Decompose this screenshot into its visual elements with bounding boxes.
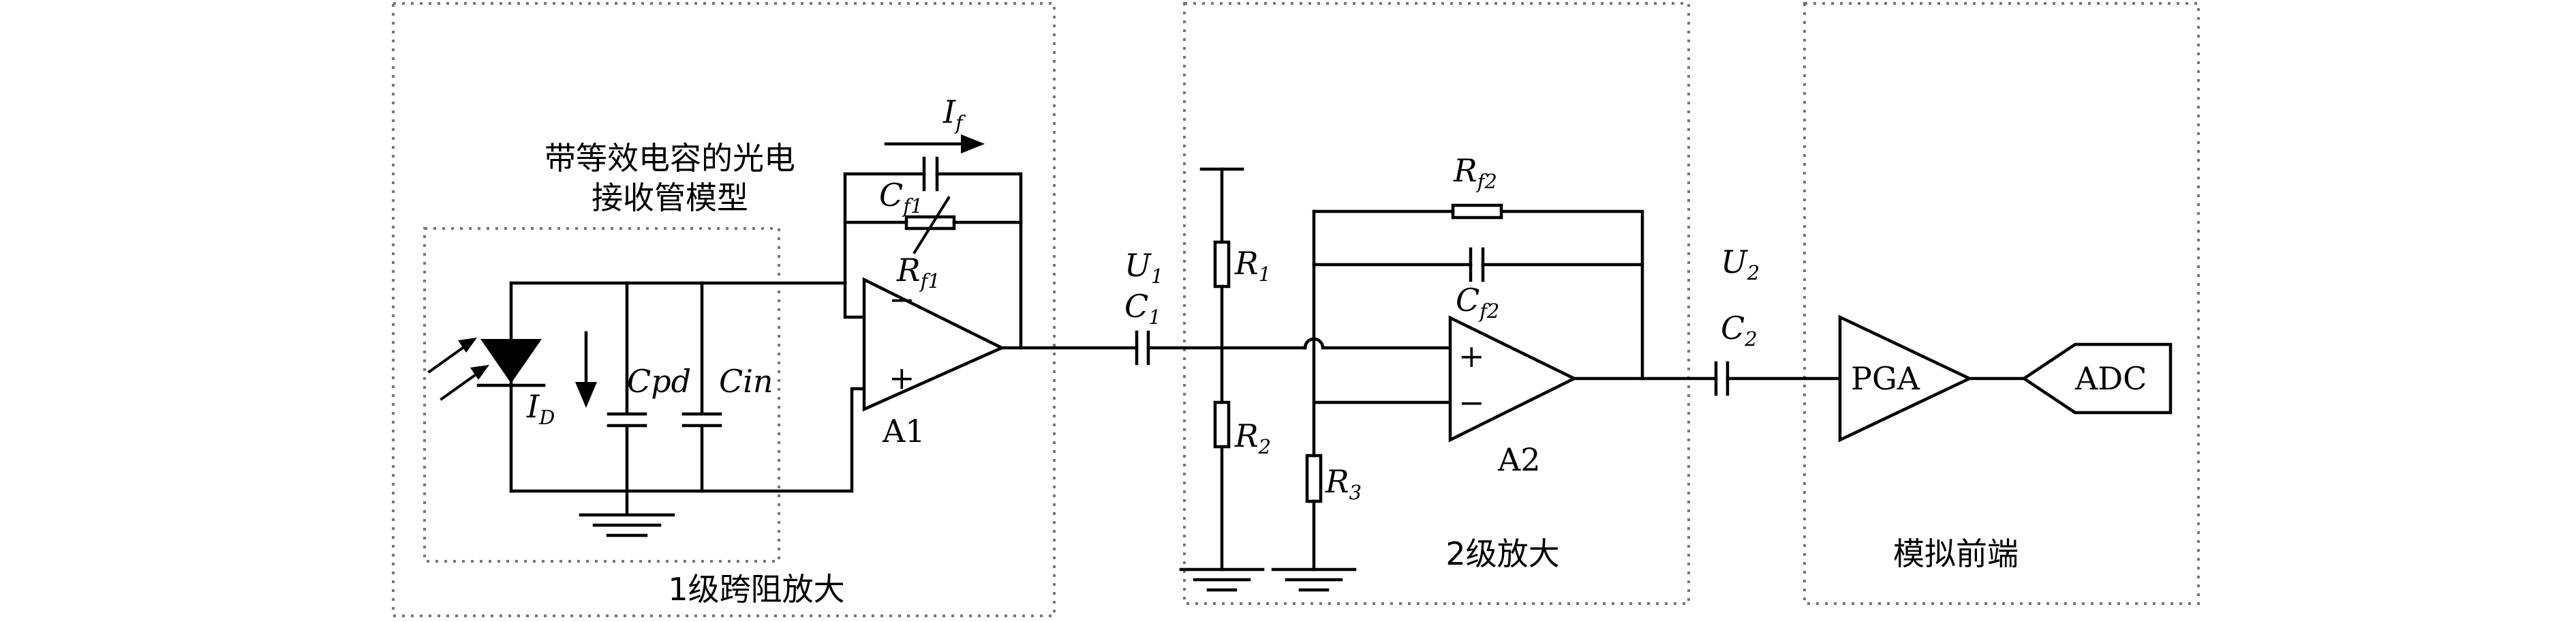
pga-label: PGA [1851, 360, 1920, 397]
cpd-label: Cpd [627, 363, 691, 400]
analog-frontend [1838, 314, 2173, 443]
frontend-title: 模拟前端 [1893, 535, 2019, 572]
cf2-capacitor-icon [1469, 247, 1485, 282]
ground-icon [579, 489, 675, 537]
u2-label: U2 [1721, 243, 1760, 284]
photodiode-model-frame [423, 227, 780, 563]
cf2-label: Cf2 [1456, 282, 1499, 323]
ground-icon-r3 [1271, 567, 1357, 592]
cin-capacitor-icon [681, 281, 722, 493]
stage2-frame [1183, 2, 1690, 605]
stage2-amplifier [1179, 167, 1842, 592]
photodiode-icon [480, 339, 542, 383]
r1-resistor-icon [1213, 240, 1231, 288]
light-arrow-icon [427, 342, 470, 374]
a1-label: A1 [882, 413, 925, 449]
a1-minus-sign: − [889, 281, 915, 318]
id-label: ID [526, 388, 555, 429]
c1-capacitor-icon [1135, 330, 1150, 366]
stage1-frame [392, 2, 1056, 617]
r2-resistor-icon [1213, 400, 1231, 449]
c1-label: C1 [1124, 288, 1161, 329]
c2-capacitor-icon [1714, 361, 1730, 396]
amplifier-a2-icon [1448, 315, 1578, 443]
cf1-capacitor-icon [922, 156, 939, 192]
amplifier-a1-icon [862, 277, 1006, 412]
rf1-label: Rf1 [896, 252, 940, 293]
a1-plus-sign: + [889, 359, 915, 396]
u1-label: U1 [1124, 247, 1163, 288]
stage2-title: 2级放大 [1445, 535, 1559, 572]
a2-minus-sign: − [1458, 384, 1485, 421]
r2-label: R2 [1234, 417, 1271, 458]
cf1-label: Cf1 [879, 177, 923, 218]
a2-label: A2 [1497, 441, 1541, 478]
cpd-capacitor-icon [607, 281, 647, 493]
r3-label: R3 [1325, 463, 1362, 504]
photodiode-model-title-line2: 接收管模型 [592, 179, 748, 216]
r1-label: R1 [1234, 245, 1271, 286]
if-label: If [942, 93, 966, 134]
ground-icon-r2 [1179, 567, 1265, 592]
r3-resistor-icon [1305, 454, 1323, 503]
cin-label: Cin [719, 363, 773, 400]
rf2-label: Rf2 [1453, 152, 1497, 193]
a2-plus-sign: + [1458, 338, 1485, 374]
c2-label: C2 [1721, 310, 1758, 351]
frontend-frame [1803, 2, 2200, 605]
photodiode-model [427, 281, 866, 537]
rf2-resistor-icon [1451, 203, 1503, 220]
photodiode-model-title-line1: 带等效电容的光电 [545, 140, 795, 177]
stage1-tia [843, 134, 1307, 412]
adc-label: ADC [2074, 360, 2147, 397]
stage1-title: 1级跨阻放大 [668, 571, 844, 608]
pga-block-icon [1838, 314, 1974, 443]
